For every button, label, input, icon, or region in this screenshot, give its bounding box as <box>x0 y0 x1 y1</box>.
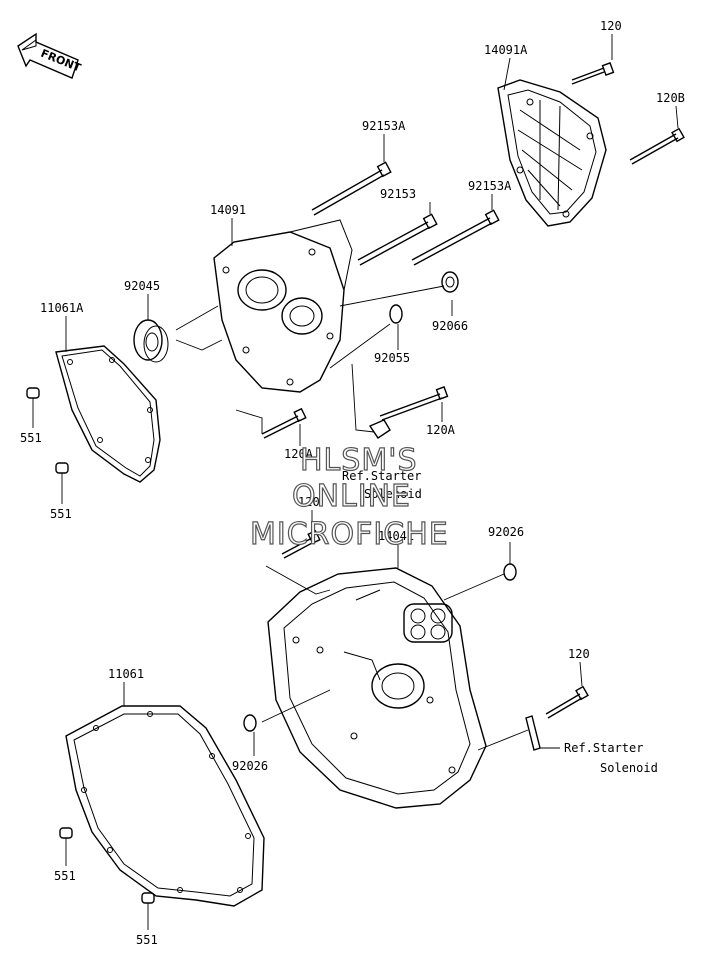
ref-starter-part-lower <box>525 715 541 751</box>
label-14041: 14041 <box>378 529 414 543</box>
label-120-right: 120 <box>568 647 590 661</box>
front-arrow-icon: FRONT <box>17 32 83 79</box>
leader-lines <box>32 34 679 930</box>
label-14091: 14091 <box>210 203 246 217</box>
bolt-120b <box>629 127 685 165</box>
dowel-551-d <box>141 892 155 904</box>
label-120a-left: 120A <box>284 447 314 461</box>
dowel-551-a <box>26 387 40 399</box>
bearing-92045 <box>133 319 169 363</box>
o-ring-92055 <box>389 304 403 324</box>
label-92026-left: 92026 <box>232 759 268 773</box>
label-11061: 11061 <box>108 667 144 681</box>
washer-92026-right <box>503 563 517 581</box>
label-92153a-lower: 92153A <box>468 179 512 193</box>
ref-starter-upper-line1: Ref.Starter <box>342 469 421 483</box>
label-120-mid: 120 <box>298 495 320 509</box>
stud-92153a-upper <box>311 161 392 216</box>
dowel-551-c <box>59 827 73 839</box>
ref-starter-upper-line2: Solenoid <box>364 487 422 501</box>
ref-starter-lower-line2: Solenoid <box>600 761 658 775</box>
watermark: HLSM'S ONLINE MICROFICHE <box>249 442 449 552</box>
dowel-551-b <box>55 462 69 474</box>
bolt-120-top <box>571 62 615 85</box>
stud-92153 <box>357 213 438 266</box>
label-92045: 92045 <box>124 279 160 293</box>
watermark-line3: MICROFICHE <box>250 517 449 552</box>
gasket-11061a <box>55 345 161 483</box>
label-551-c: 551 <box>54 869 76 883</box>
label-120a-right: 120A <box>426 423 456 437</box>
label-92153: 92153 <box>380 187 416 201</box>
plug-92066 <box>441 271 459 293</box>
bolt-120-mid <box>281 529 321 559</box>
label-551-d: 551 <box>136 933 158 947</box>
ref-starter-lower-line1: Ref.Starter <box>564 741 643 755</box>
label-11061a: 11061A <box>40 301 84 315</box>
stud-92153a-lower <box>411 209 500 266</box>
label-120b: 120B <box>656 91 685 105</box>
front-label: FRONT <box>39 47 83 75</box>
label-120-top: 120 <box>600 19 622 33</box>
gasket-11061 <box>65 705 265 907</box>
label-14091a: 14091A <box>484 43 528 57</box>
label-551-b: 551 <box>50 507 72 521</box>
label-92153a-upper: 92153A <box>362 119 406 133</box>
cover-14091 <box>213 219 353 393</box>
label-92026-right: 92026 <box>488 525 524 539</box>
rear-cover-14091a <box>497 79 607 227</box>
label-92066: 92066 <box>432 319 468 333</box>
bolt-120a-right <box>379 386 449 421</box>
washer-92026-left <box>243 714 257 732</box>
watermark-line2: ONLINE <box>292 479 411 514</box>
watermark-line1: HLSM'S <box>300 443 418 478</box>
bracket-ref-starter <box>368 419 391 439</box>
bolt-120-right <box>545 685 589 719</box>
cover-14041 <box>267 567 487 809</box>
label-551-a: 551 <box>20 431 42 445</box>
bolt-120a-left <box>261 407 307 439</box>
label-92055: 92055 <box>374 351 410 365</box>
